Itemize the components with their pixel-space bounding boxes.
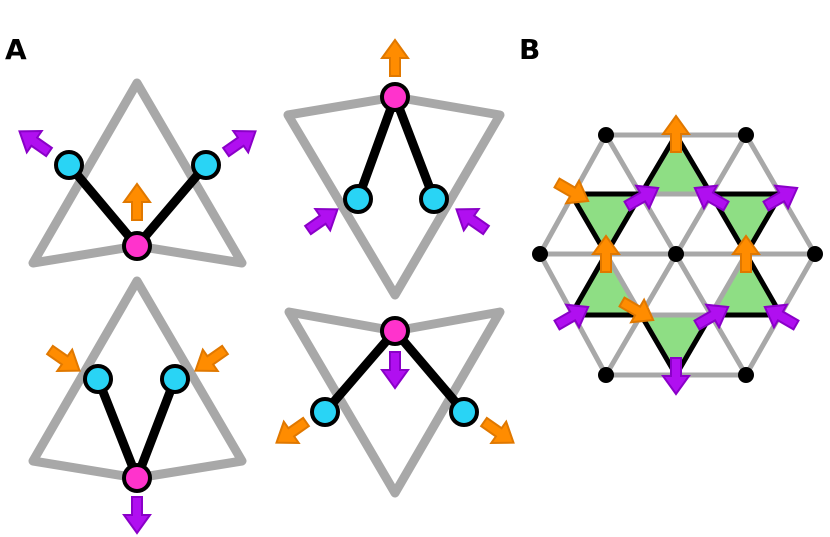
green-triangle bbox=[711, 194, 781, 254]
lattice-node bbox=[598, 127, 614, 143]
cyan-node bbox=[310, 397, 340, 427]
panel-b bbox=[532, 115, 823, 395]
cyan-node bbox=[83, 364, 113, 394]
purple-arrow-icon bbox=[123, 496, 151, 534]
panel-a bbox=[11, 39, 522, 534]
pink-node bbox=[122, 463, 152, 493]
lattice-node bbox=[668, 246, 684, 262]
lattice-node bbox=[807, 246, 823, 262]
green-triangles bbox=[571, 135, 781, 375]
cyan-node bbox=[449, 397, 479, 427]
unit-bottom-left bbox=[28, 276, 247, 534]
unit-top-left bbox=[11, 78, 264, 268]
panel-label-a: A bbox=[5, 33, 27, 66]
orange-arrow-icon bbox=[475, 410, 522, 455]
green-triangle bbox=[641, 315, 711, 375]
purple-arrow-icon bbox=[381, 351, 409, 389]
lattice-node bbox=[738, 367, 754, 383]
purple-arrow-icon bbox=[217, 119, 264, 164]
pink-node bbox=[380, 82, 410, 112]
unit-top-right bbox=[283, 39, 505, 300]
cyan-node bbox=[191, 150, 221, 180]
pink-node bbox=[380, 316, 410, 346]
purple-arrow-icon bbox=[448, 197, 495, 242]
unit-bottom-right bbox=[268, 307, 522, 498]
gray-frame bbox=[283, 92, 505, 300]
cyan-node bbox=[343, 184, 373, 214]
lattice-node bbox=[738, 127, 754, 143]
gray-frame bbox=[28, 276, 247, 483]
purple-arrow-icon bbox=[11, 119, 58, 164]
green-triangle bbox=[641, 135, 711, 194]
orange-arrow-icon bbox=[123, 183, 151, 221]
cyan-node bbox=[54, 150, 84, 180]
green-triangle bbox=[711, 254, 781, 315]
lattice-nodes bbox=[532, 127, 823, 383]
gray-frame bbox=[284, 307, 505, 498]
pink-node bbox=[122, 231, 152, 261]
lattice-node bbox=[598, 367, 614, 383]
orange-arrow-icon bbox=[268, 410, 315, 455]
orange-arrow-icon bbox=[381, 39, 409, 77]
green-triangle bbox=[571, 194, 641, 254]
cyan-node bbox=[419, 184, 449, 214]
panel-label-b: B bbox=[519, 33, 541, 66]
cyan-node bbox=[160, 364, 190, 394]
black-strut bbox=[353, 92, 439, 204]
lattice-node bbox=[532, 246, 548, 262]
